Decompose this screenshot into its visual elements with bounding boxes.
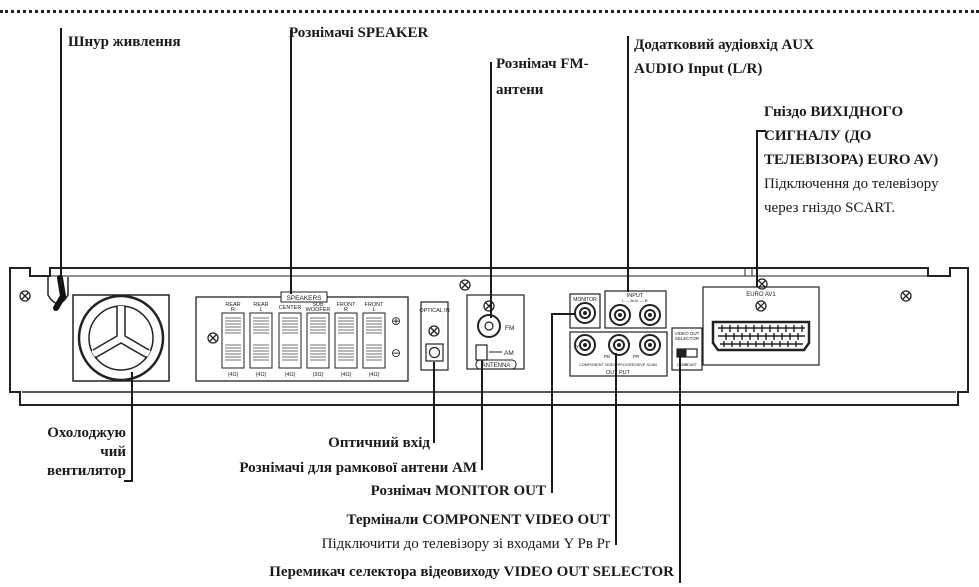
selector-comp-label: COMP. bbox=[677, 363, 688, 367]
callout-fan-line2: чий bbox=[100, 444, 126, 460]
callout-component-out-text: Термінали COMPONENT VIDEO OUT bbox=[346, 512, 610, 528]
euro-av-scart-jack: EURO AV1 bbox=[702, 286, 820, 366]
leader-line-fan-v bbox=[131, 372, 133, 481]
callout-speaker-connectors-text: Рознімачі SPEAKER bbox=[289, 25, 429, 41]
leader-line-component-v bbox=[615, 353, 617, 545]
minus-sign: ⊖ bbox=[391, 346, 401, 360]
callout-video-selector: Перемикач селектора відеовиходу VIDEO OU… bbox=[269, 562, 674, 583]
callout-euro-av-line1: Гніздо ВИХІДНОГО bbox=[764, 104, 904, 120]
leader-line-fan-h bbox=[124, 480, 133, 482]
callout-component-desc-text: Підключити до телевізору зі входами Y Pв… bbox=[321, 536, 610, 552]
comp-pb-label: PB bbox=[604, 354, 610, 359]
terminal-impedance: (4Ω) bbox=[369, 372, 380, 378]
terminal-label-line1: REAR bbox=[225, 302, 240, 308]
terminal-label-line2: L bbox=[372, 307, 375, 313]
callout-fm-antenna-line2: антени bbox=[496, 82, 544, 98]
leader-line-am-v bbox=[481, 360, 483, 470]
speaker-terminals bbox=[221, 312, 386, 369]
callout-euro-av: Гніздо ВИХІДНОГО СИГНАЛУ (ДО ТЕЛЕВІЗОРА)… bbox=[764, 100, 939, 220]
fm-label: FM bbox=[505, 325, 514, 332]
leader-line-monitor-h bbox=[551, 313, 575, 315]
callout-fm-antenna: Рознімач FM- антени bbox=[496, 54, 589, 101]
comp-y-label: Y bbox=[576, 344, 579, 349]
leader-line-optical-v bbox=[433, 362, 435, 443]
av-output-block: MONITOR INPUT L — AUX — R Y PB PR COMPON… bbox=[569, 290, 668, 377]
callout-fan-line3: вентилятор bbox=[47, 463, 126, 479]
terminal-impedance: (4Ω) bbox=[228, 372, 239, 378]
optical-in-jack: OPTICAL IN bbox=[419, 301, 450, 371]
antenna-block: FM AM ANTENNA bbox=[466, 294, 525, 370]
callout-speaker-connectors: Рознімачі SPEAKER bbox=[289, 23, 428, 44]
selector-scart-label: SCART bbox=[685, 363, 698, 367]
callout-euro-av-desc1: Підключення до телевізору bbox=[764, 176, 939, 192]
callout-aux-input: Додатковий аудіовхід AUX AUDIO Input (L/… bbox=[634, 35, 814, 80]
cooling-fan-icon bbox=[72, 294, 170, 382]
antenna-label: ANTENNA bbox=[482, 363, 511, 369]
leader-line-fm-v bbox=[490, 62, 492, 318]
euro-av-label: EURO AV1 bbox=[746, 292, 776, 298]
callout-euro-av-desc2: через гніздо SCART. bbox=[764, 200, 896, 216]
input-label: INPUT bbox=[627, 293, 644, 299]
callout-video-selector-text: Перемикач селектора відеовиходу VIDEO OU… bbox=[269, 564, 674, 580]
output-label: OUT PUT bbox=[606, 370, 631, 376]
terminal-label-line2: L bbox=[259, 307, 262, 313]
callout-monitor-out: Рознімач MONITOR OUT bbox=[371, 481, 546, 502]
callout-optical-in-text: Оптичний вхід bbox=[328, 435, 430, 451]
terminal-label-line1: CENTER bbox=[279, 305, 302, 311]
speaker-terminal-labels: REAR R (4Ω) REAR L (4Ω) CENTER (4Ω) SUB … bbox=[225, 302, 384, 378]
callout-component-out: Термінали COMPONENT VIDEO OUT bbox=[347, 510, 610, 531]
terminal-label-line1: REAR bbox=[253, 302, 268, 308]
callout-fan-line1: Охолоджую bbox=[47, 425, 126, 441]
terminal-label-line1: FRONT bbox=[337, 302, 357, 308]
speakers-title: SPEAKERS bbox=[286, 295, 322, 302]
callout-component-desc: Підключити до телевізору зі входами Y Pв… bbox=[322, 534, 610, 555]
comp-pr-label: PR bbox=[633, 354, 640, 359]
plus-sign: ⊕ bbox=[391, 314, 401, 328]
aux-label: L — AUX — R bbox=[622, 298, 648, 303]
callout-power-cord: Шнур живлення bbox=[68, 32, 181, 53]
terminal-label-line2: WOOFER bbox=[306, 307, 331, 313]
speaker-block: SPEAKERS ⊕ ⊖ bbox=[195, 291, 409, 382]
leader-line-aux-v bbox=[627, 36, 629, 292]
component-label: COMPONENT VIDEO/PROGRESSIVE SCAN bbox=[579, 363, 657, 367]
callout-cooling-fan: Охолоджую чий вентилятор bbox=[47, 424, 126, 481]
callout-aux-line2: AUDIO Input (L/R) bbox=[634, 61, 763, 77]
leader-line-euro-h bbox=[756, 130, 766, 132]
top-dotted-rule bbox=[0, 10, 979, 13]
video-out-selector-switch: VIDEO OUT SELECTOR COMP. SCART bbox=[671, 327, 703, 371]
leader-line-power-v bbox=[60, 28, 62, 286]
leader-line-euro-v bbox=[756, 130, 758, 287]
leader-line-selector-v bbox=[679, 355, 681, 583]
callout-euro-av-line3: ТЕЛЕВІЗОРА) EURO AV) bbox=[764, 152, 939, 168]
callout-monitor-out-text: Рознімач MONITOR OUT bbox=[370, 483, 546, 499]
callout-power-cord-text: Шнур живлення bbox=[68, 34, 181, 50]
terminal-label-line2: R bbox=[344, 307, 348, 313]
callout-optical-in: Оптичний вхід bbox=[328, 433, 430, 454]
am-label: AM bbox=[504, 350, 514, 357]
callout-aux-line1: Додатковий аудіовхід AUX bbox=[634, 37, 814, 53]
callout-am-antenna-text: Рознімачі для рамкової антени AM bbox=[239, 460, 477, 476]
monitor-label: MONITOR bbox=[573, 297, 597, 303]
selector-label-line2: SELECTOR bbox=[675, 336, 700, 341]
terminal-label-line2: R bbox=[231, 307, 235, 313]
terminal-impedance: (4Ω) bbox=[256, 372, 267, 378]
terminal-impedance: (4Ω) bbox=[285, 372, 296, 378]
callout-fm-antenna-line1: Рознімач FM- bbox=[496, 56, 589, 72]
callout-euro-av-line2: СИГНАЛУ (ДО bbox=[764, 128, 872, 144]
optical-in-label: OPTICAL IN bbox=[419, 308, 449, 314]
terminal-label-line1: SUB bbox=[312, 302, 324, 308]
leader-line-speaker-v bbox=[290, 30, 292, 294]
selector-label-line1: VIDEO OUT bbox=[675, 331, 700, 336]
terminal-impedance: (4Ω) bbox=[341, 372, 352, 378]
leader-line-monitor-v bbox=[551, 313, 553, 493]
terminal-impedance: (3Ω) bbox=[313, 372, 324, 378]
terminal-label-line1: FRONT bbox=[365, 302, 385, 308]
callout-am-antenna: Рознімачі для рамкової антени AM bbox=[239, 458, 477, 479]
